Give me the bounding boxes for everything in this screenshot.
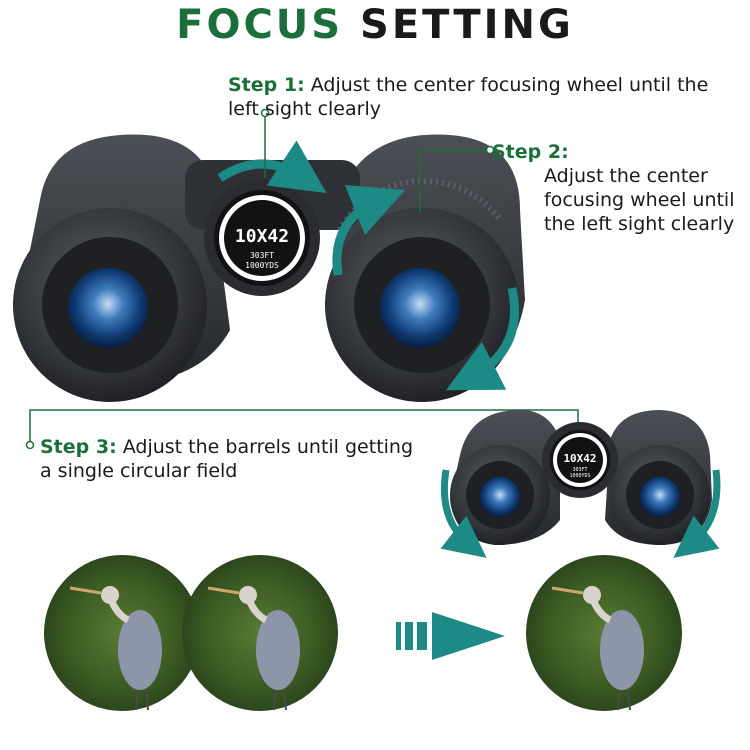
heron-image-1 <box>69 586 162 711</box>
step-3-text: Adjust the barrels until getting a singl… <box>40 436 414 482</box>
left-lens <box>68 268 148 348</box>
step-2-text: Adjust the center focusing wheel until t… <box>544 165 735 235</box>
step-1-label: Step 1: <box>228 74 305 96</box>
step-2: Step 2: <box>492 140 569 164</box>
page-title: FOCUS SETTING <box>0 2 750 48</box>
title-focus: FOCUS <box>176 2 344 48</box>
binoculars-large <box>13 134 525 402</box>
title-setting: SETTING <box>360 2 574 48</box>
double-view <box>44 555 338 711</box>
step-3-label: Step 3: <box>40 436 117 458</box>
step-1: Step 1: Adjust the center focusing wheel… <box>228 73 718 121</box>
model-label-small: 10X42 <box>563 452 596 465</box>
spec-line2-large: 1000YDS <box>245 261 279 270</box>
callout-lines <box>25 108 579 450</box>
step-2-label: Step 2: <box>492 141 569 163</box>
binoculars-small <box>440 410 721 558</box>
heron-image-2 <box>207 586 300 711</box>
step-3: Step 3: Adjust the barrels until getting… <box>40 435 420 483</box>
model-label-large: 10X42 <box>235 226 289 247</box>
single-view <box>526 555 682 711</box>
spec-line1-small: 303FT <box>572 467 587 473</box>
spec-line1-large: 303FT <box>250 251 274 260</box>
right-lens <box>380 268 460 348</box>
transition-arrow <box>396 612 505 660</box>
spec-line2-small: 1000YDS <box>569 473 590 479</box>
step-1-text: Adjust the center focusing wheel until t… <box>228 74 709 120</box>
